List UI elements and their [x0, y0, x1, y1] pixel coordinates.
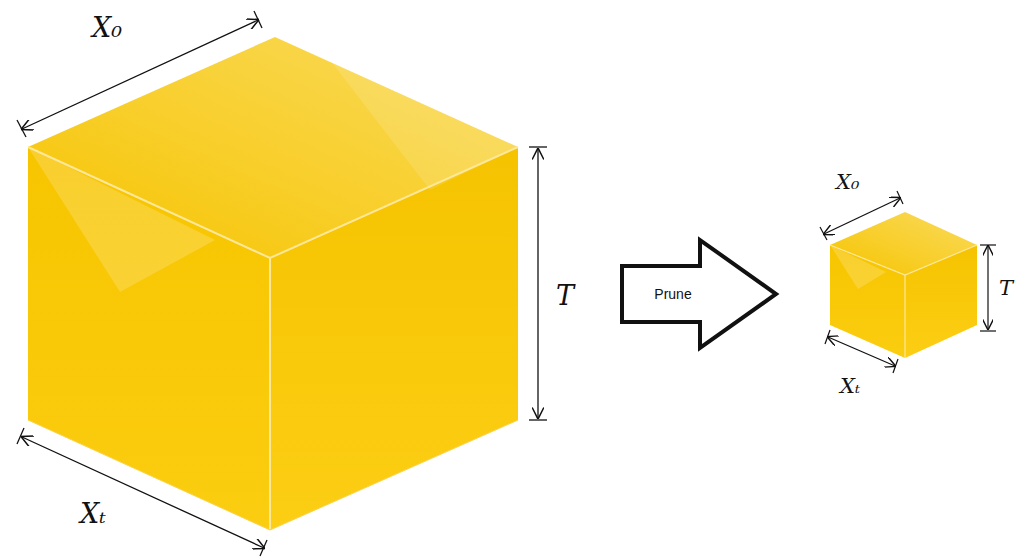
arrow-shape: [622, 240, 776, 348]
dimension-label: Xₜ: [80, 500, 106, 527]
arrow-outline: [618, 236, 780, 352]
prune-arrow: Prune: [618, 236, 780, 352]
dimension-lines: [17, 11, 547, 556]
arrow-label: Prune: [654, 286, 691, 302]
dimension-label: X₀: [92, 14, 122, 41]
dimension-label: T: [999, 278, 1013, 299]
dimension-label: T: [556, 282, 574, 309]
large-cube: [28, 37, 518, 530]
dimension-label: X₀: [836, 172, 859, 193]
small-cube: [830, 212, 977, 358]
dimension-lines: [820, 191, 996, 373]
dimension-label: Xₜ: [840, 376, 860, 397]
